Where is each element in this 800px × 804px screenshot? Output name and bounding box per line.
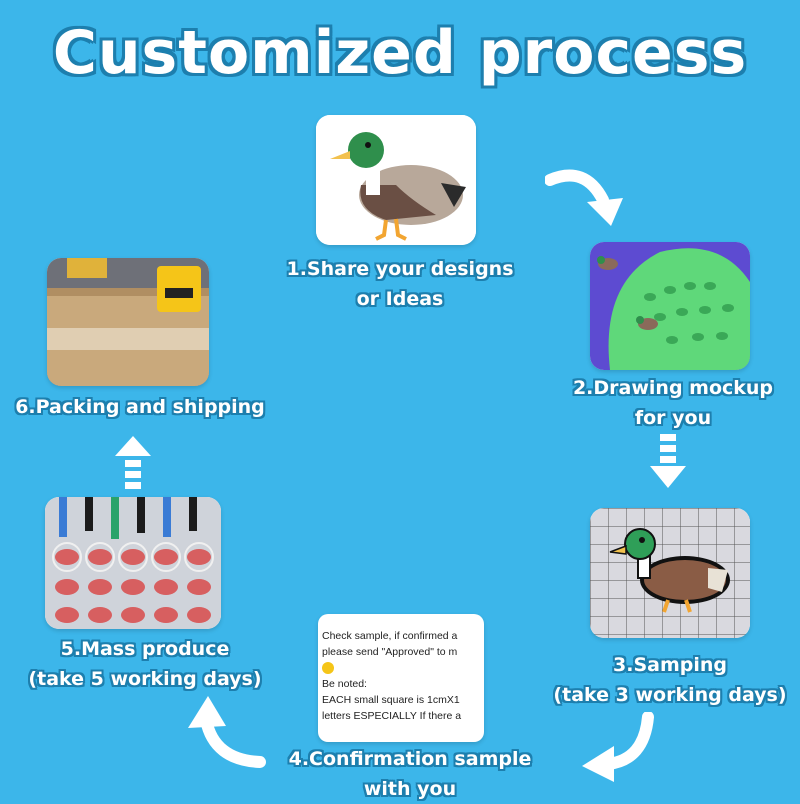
step-3-label: 3.Samping (take 3 working days) bbox=[540, 650, 800, 710]
clog-mockup-photo bbox=[590, 242, 750, 370]
step-3-line-1: 3.Samping bbox=[613, 654, 727, 676]
curved-arrow-up-left-icon bbox=[188, 696, 266, 768]
step-4-line-1: 4.Confirmation sample bbox=[288, 748, 532, 770]
duck-illustration bbox=[316, 115, 476, 245]
step-1-line-2: or Ideas bbox=[356, 288, 444, 310]
step-4-label: 4.Confirmation sample with you bbox=[260, 744, 560, 804]
page-title: Customized process bbox=[52, 18, 748, 88]
sample-message: Check sample, if confirmed a please send… bbox=[322, 628, 484, 736]
step-1-line-1: 1.Share your designs bbox=[286, 258, 514, 280]
sample-message-line-1: Check sample, if confirmed a bbox=[322, 630, 458, 642]
curved-arrow-right-down-icon bbox=[545, 169, 623, 226]
step-3-line-2: (take 3 working days) bbox=[553, 684, 787, 706]
step-5-line-2: (take 5 working days) bbox=[28, 668, 262, 690]
smile-emoji-icon bbox=[322, 660, 484, 676]
duck-charm-sample-photo bbox=[590, 508, 750, 638]
step-2-line-2: for you bbox=[634, 407, 712, 429]
step-1-label: 1.Share your designs or Ideas bbox=[260, 254, 540, 314]
step-2-label: 2.Drawing mockup for you bbox=[548, 373, 798, 433]
sample-message-line-3: Be noted: bbox=[322, 678, 367, 690]
step-6-label: 6.Packing and shipping bbox=[0, 392, 280, 422]
curved-arrow-down-left-icon bbox=[582, 712, 654, 782]
dashed-arrow-down-icon bbox=[650, 434, 686, 488]
sample-message-line-2: please send "Approved" to m bbox=[322, 646, 458, 658]
mass-production-photo bbox=[45, 497, 221, 629]
sample-message-line-5: letters ESPECIALLY If there a bbox=[322, 710, 462, 722]
step-2-line-1: 2.Drawing mockup bbox=[572, 377, 774, 399]
step-4-line-2: with you bbox=[363, 778, 457, 800]
packing-photo bbox=[47, 258, 209, 386]
step-5-line-1: 5.Mass produce bbox=[60, 638, 230, 660]
dashed-arrow-up-icon bbox=[115, 436, 151, 489]
step-6-line-1: 6.Packing and shipping bbox=[15, 396, 265, 418]
message-screenshot bbox=[318, 614, 484, 742]
step-5-label: 5.Mass produce (take 5 working days) bbox=[10, 634, 280, 694]
sample-message-line-4: EACH small square is 1cmX1 bbox=[322, 694, 460, 706]
